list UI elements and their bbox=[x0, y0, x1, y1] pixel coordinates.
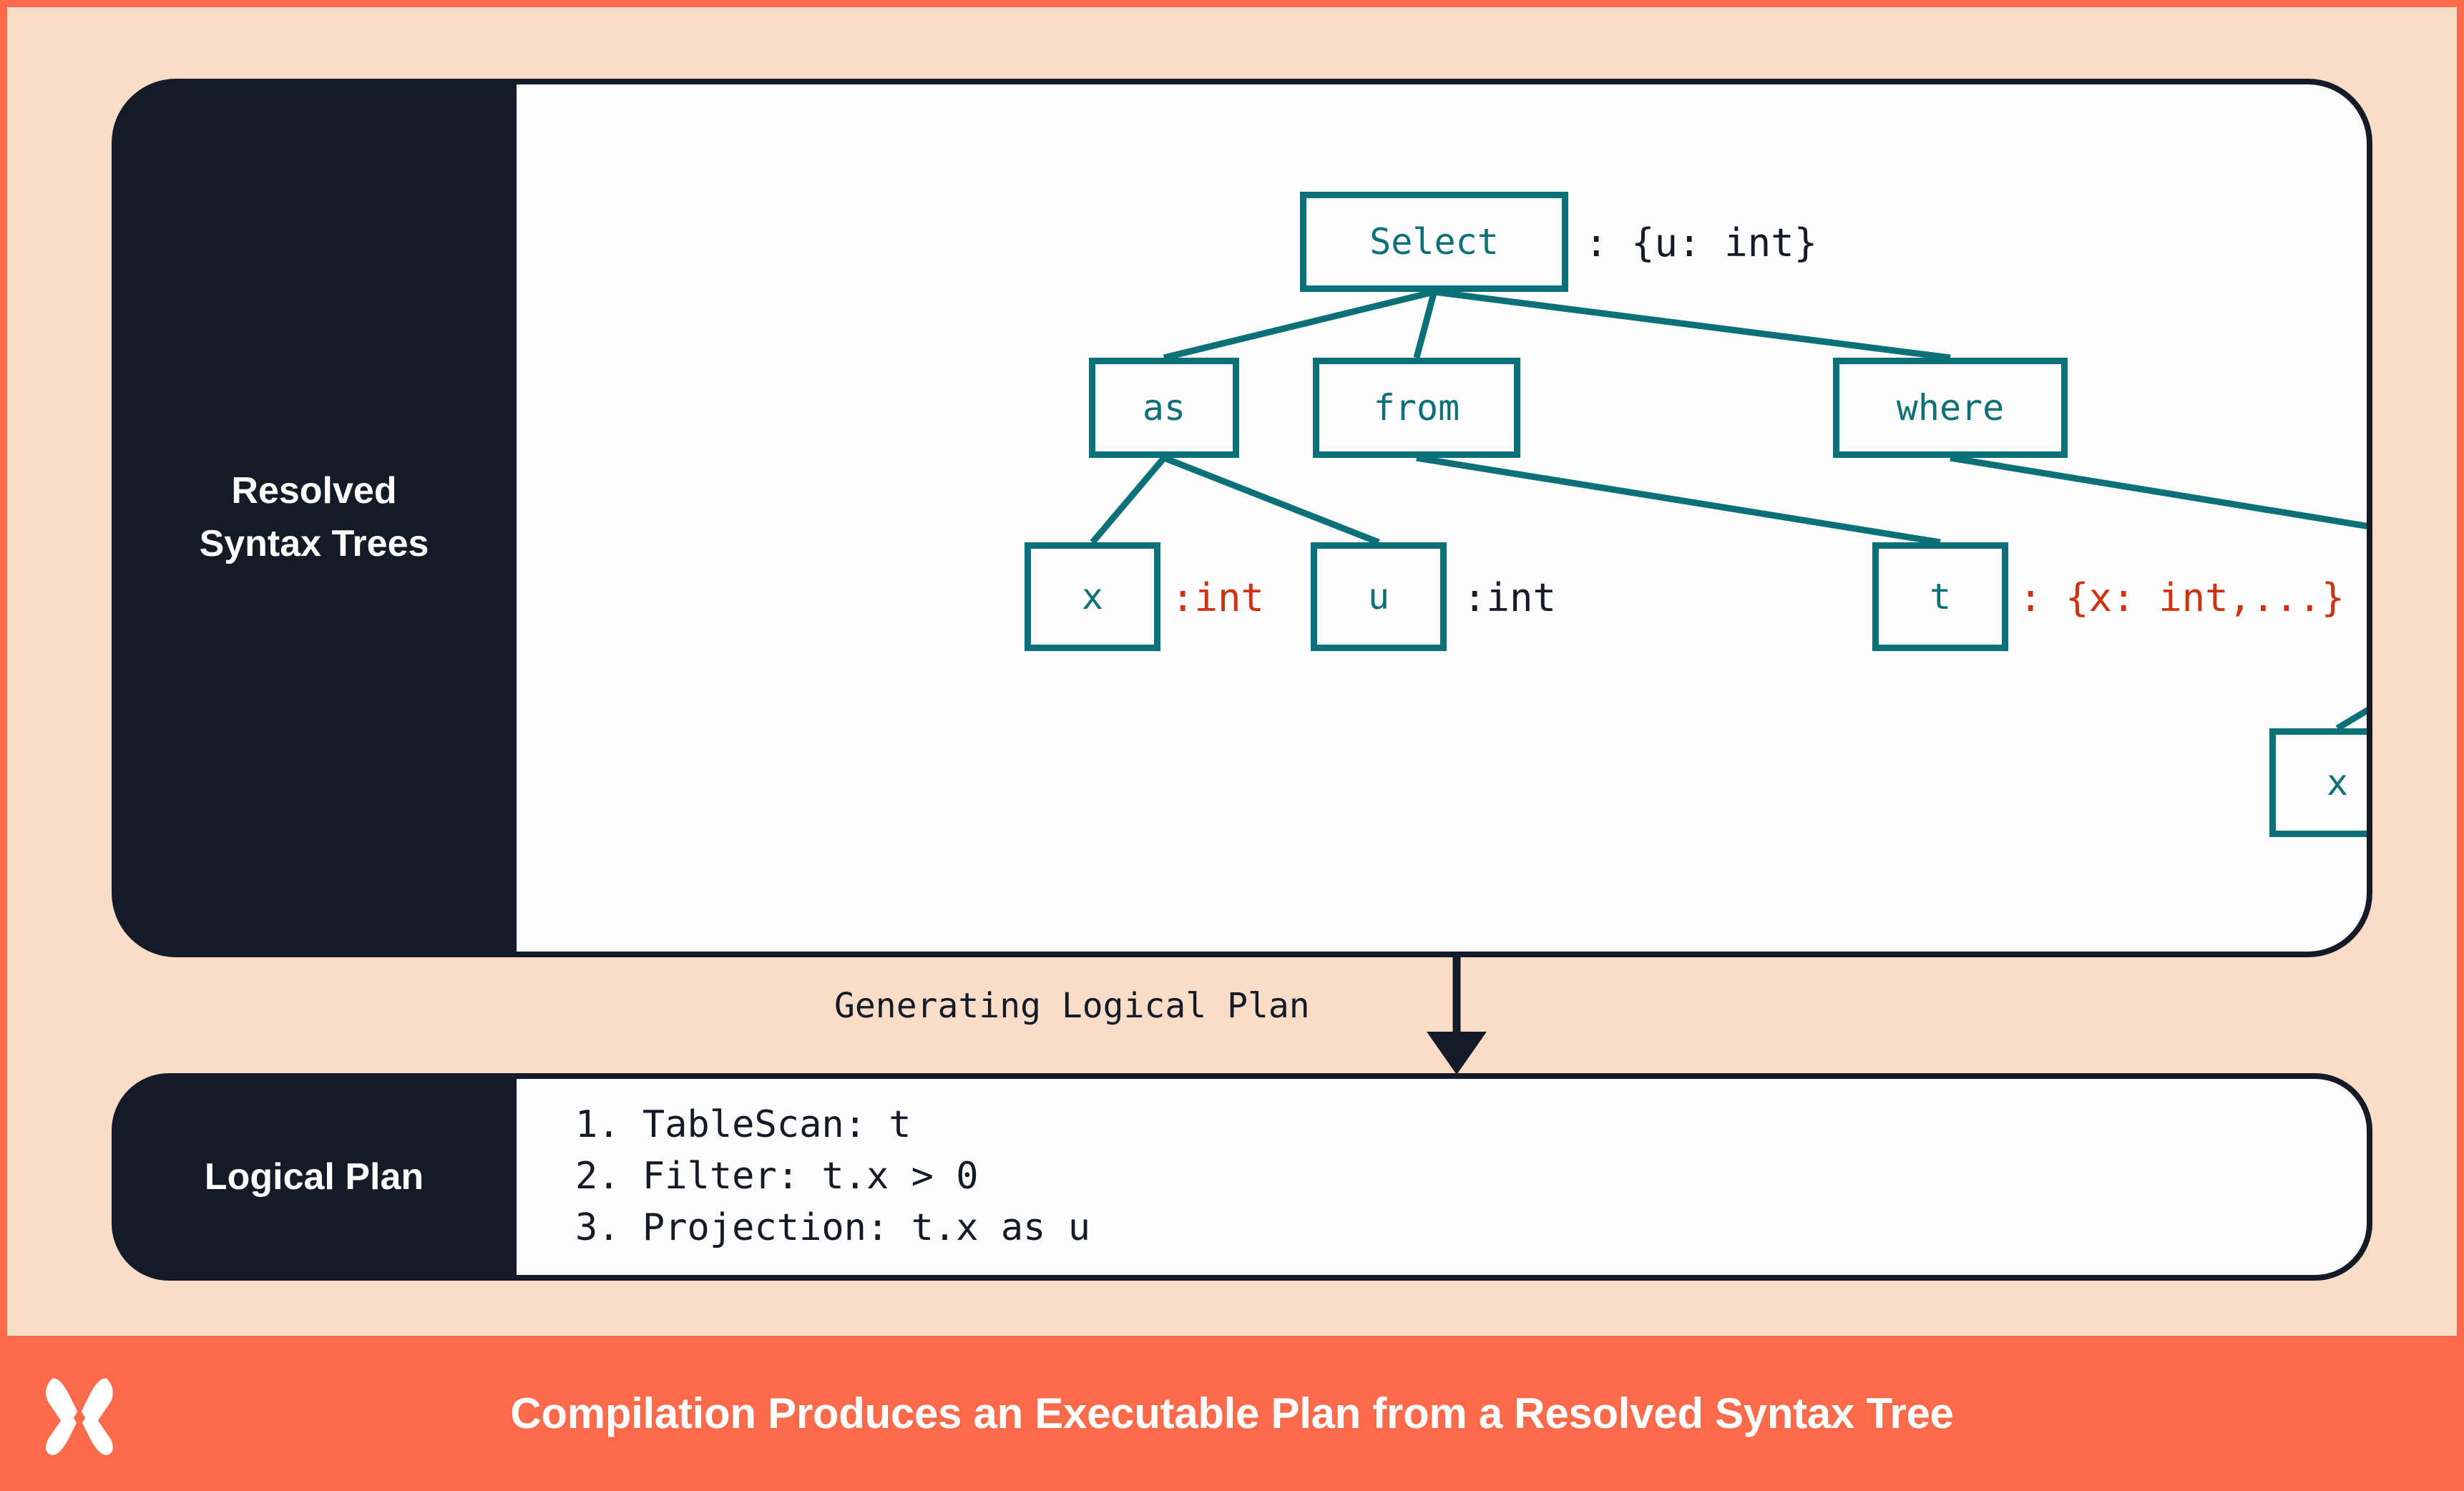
footer-banner: Compilation Produces an Executable Plan … bbox=[0, 1336, 2464, 1491]
logical-plan-body: 1. TableScan: t 2. Filter: t.x > 0 3. Proj… bbox=[517, 1073, 2372, 1281]
tree-edge-gt-to-gt-x bbox=[2335, 707, 2367, 731]
tree-node-gt-x: x bbox=[2269, 728, 2367, 837]
tree-node-as-u: u bbox=[1311, 542, 1447, 651]
butterfly-x-logo-icon bbox=[46, 1377, 113, 1455]
logical-plan-step: 3. Projection: t.x as u bbox=[575, 1206, 1091, 1249]
tree-edge-select-to-where bbox=[1433, 288, 1951, 361]
tree-edges bbox=[1090, 288, 2367, 731]
logical-plan-label: Logical Plan bbox=[112, 1073, 517, 1281]
tree-edge-from-to-from-t bbox=[1416, 454, 1941, 546]
tree-node-as: as bbox=[1089, 358, 1239, 458]
type-annotation-as-x: :int bbox=[1171, 575, 1265, 620]
logical-plan-step: 1. TableScan: t bbox=[575, 1103, 911, 1147]
logical-plan-panel: Logical Plan 1. TableScan: t 2. Filter: t… bbox=[112, 1073, 2372, 1281]
tree-node-from-t: t bbox=[1872, 542, 2008, 651]
tree-edge-as-to-as-x bbox=[1090, 456, 1167, 544]
logical-plan-step: 2. Filter: t.x > 0 bbox=[575, 1155, 979, 1198]
tree-node-as-x: x bbox=[1025, 542, 1160, 651]
transition-label: Generating Logical Plan bbox=[834, 986, 1310, 1026]
tree-edge-as-to-as-u bbox=[1163, 454, 1380, 546]
logical-plan-steps: 1. TableScan: t 2. Filter: t.x > 0 3. Proj… bbox=[517, 1100, 1090, 1253]
footer-caption: Compilation Produces an Executable Plan … bbox=[510, 1389, 1954, 1437]
rail-label-line-2: Syntax Trees bbox=[199, 523, 429, 564]
resolved-syntax-trees-label: Resolved Syntax Trees bbox=[112, 79, 517, 957]
type-annotation-as-u: :int bbox=[1463, 575, 1557, 620]
resolved-syntax-trees-panel: Resolved Syntax Trees Select : {u: int} as… bbox=[112, 79, 2372, 957]
tree-node-select: Select bbox=[1300, 192, 1568, 292]
tree-edge-where-to-gt bbox=[1950, 454, 2367, 529]
type-annotation-from-t: : {x: int,...} bbox=[2019, 575, 2345, 620]
type-annotation-select: : {u: int} bbox=[1585, 220, 1818, 265]
tree-node-from: from bbox=[1313, 358, 1520, 458]
tree-node-where: where bbox=[1833, 358, 2068, 458]
tree-edge-select-to-from bbox=[1413, 290, 1437, 359]
rail-label-line-1: Resolved bbox=[231, 470, 397, 512]
transition-arrow-icon bbox=[1427, 957, 1487, 1075]
transition-arrow-group: Generating Logical Plan bbox=[112, 957, 2372, 1075]
canvas: Resolved Syntax Trees Select : {u: int} as… bbox=[7, 7, 2457, 1336]
tree-edge-select-to-as bbox=[1163, 288, 1435, 361]
